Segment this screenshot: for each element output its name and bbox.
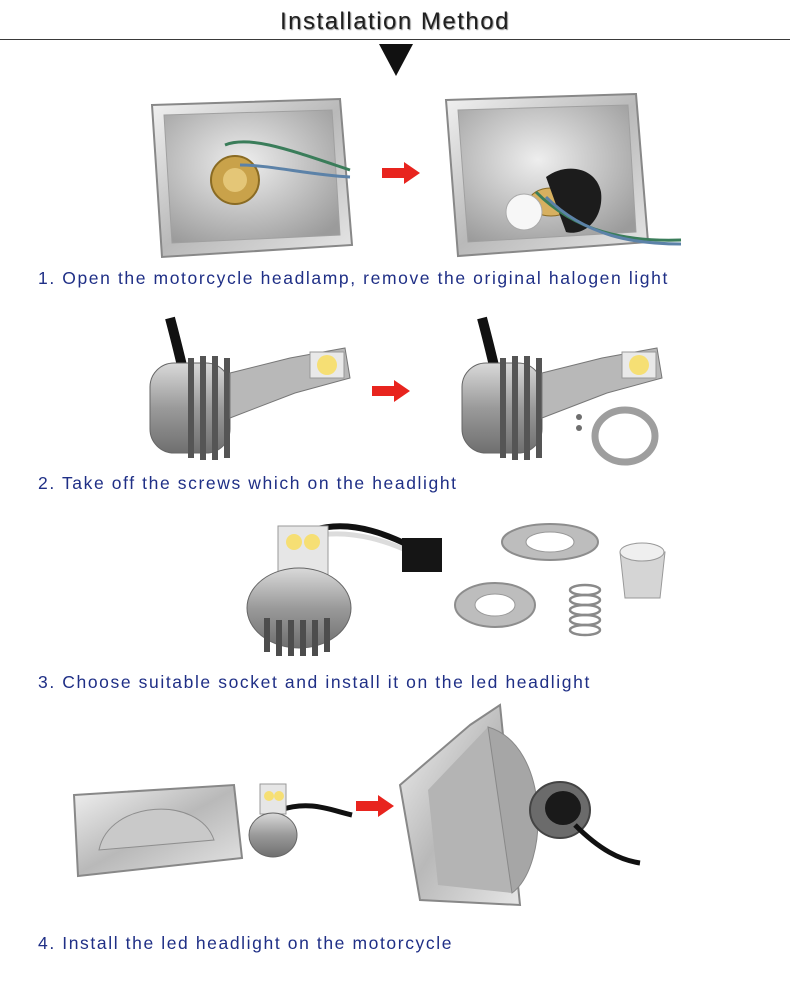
step-text: Install the led headlight on the motorcy… bbox=[62, 933, 454, 953]
step3-sockets-and-spring-image bbox=[454, 523, 666, 637]
arrow-down-icon bbox=[379, 44, 413, 76]
step2-led-bulb-removed-ring-image bbox=[461, 316, 663, 466]
title-divider bbox=[0, 39, 790, 40]
step4-arrow-right-icon bbox=[356, 795, 394, 817]
step4-headlamp-housing-image bbox=[72, 783, 244, 878]
step3-led-bulb-with-plug-image bbox=[246, 523, 442, 656]
step4-led-bulb-image bbox=[248, 783, 353, 858]
step2-led-bulb-with-screws-image bbox=[149, 316, 351, 460]
step2-arrow-right-icon bbox=[372, 380, 410, 402]
step-text: Choose suitable socket and install it on… bbox=[62, 672, 591, 692]
step-4-instruction: 4. Install the led headlight on the moto… bbox=[38, 933, 453, 954]
step-number: 4. bbox=[38, 933, 56, 953]
step-text: Open the motorcycle headlamp, remove the… bbox=[62, 268, 669, 288]
step-number: 3. bbox=[38, 672, 56, 692]
step1-headlamp-before-image bbox=[150, 97, 354, 259]
step-3-instruction: 3. Choose suitable socket and install it… bbox=[38, 672, 591, 693]
step-text: Take off the screws which on the headlig… bbox=[61, 473, 458, 493]
step1-headlamp-after-image bbox=[444, 92, 682, 258]
step-1-instruction: 1. Open the motorcycle headlamp, remove … bbox=[38, 268, 669, 289]
step-number: 2. bbox=[38, 473, 56, 493]
step4-installed-headlight-image bbox=[398, 703, 641, 907]
step-number: 1. bbox=[38, 268, 56, 288]
step-2-instruction: 2. Take off the screws which on the head… bbox=[38, 473, 458, 494]
step1-arrow-right-icon bbox=[382, 162, 420, 184]
page-title: Installation Method bbox=[280, 8, 510, 35]
